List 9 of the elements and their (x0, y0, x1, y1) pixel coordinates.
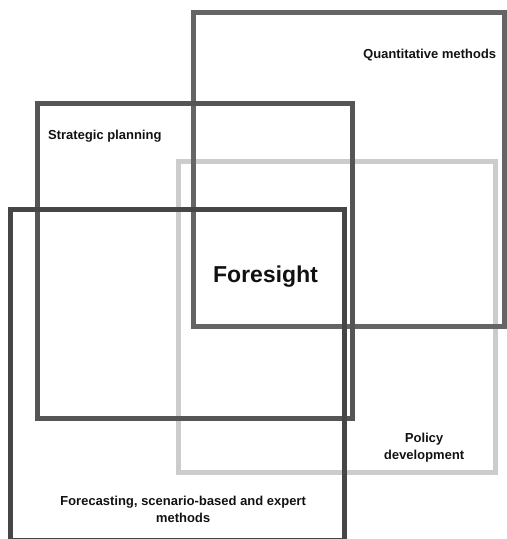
center-label: Foresight (213, 261, 318, 288)
set-label: Strategic planning (48, 126, 162, 143)
set-square (8, 207, 347, 539)
set-square (35, 101, 355, 421)
set-label: Policy development (382, 429, 466, 463)
set-label: Forecasting, scenario-based and expert methods (59, 492, 307, 526)
set-square (176, 159, 498, 475)
set-label: Quantitative methods (362, 45, 496, 62)
set-square (191, 10, 507, 329)
